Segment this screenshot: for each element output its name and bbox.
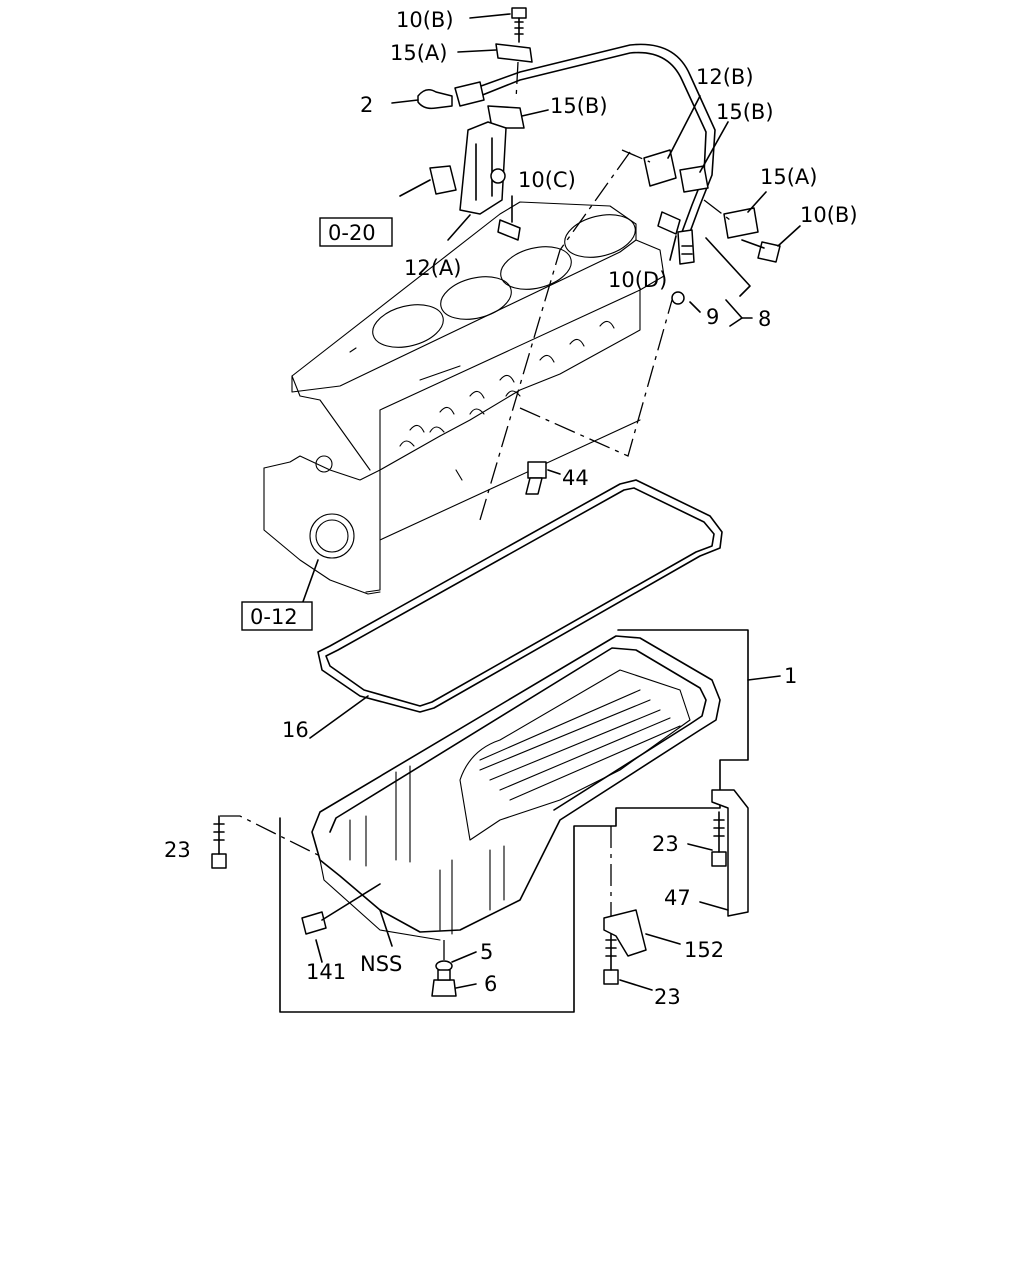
label-2: 2 (360, 93, 373, 117)
ref-label-0-20: 0-20 (328, 221, 376, 245)
bracket-47 (699, 789, 749, 917)
clip-15b-top (487, 105, 549, 129)
bolt-10c (497, 195, 521, 241)
dipstick-handle (391, 89, 453, 110)
clip-15a-top (457, 43, 533, 101)
label-23-bottom: 23 (654, 985, 681, 1009)
label-12a: 12(A) (404, 256, 461, 280)
bracket-12b (479, 95, 701, 521)
ref-box-0-20 (319, 217, 393, 247)
bracket-152 (603, 909, 681, 957)
bolt-23-bottom (603, 826, 653, 991)
ref-box-0-12 (241, 601, 313, 631)
plug-44 (519, 299, 673, 495)
bolt-10b-top (469, 7, 527, 43)
o-ring-9 (671, 237, 753, 327)
oil-level-gauge-tube (454, 43, 716, 265)
label-6: 6 (484, 972, 497, 996)
bolt-23-right (687, 811, 727, 867)
nss-leader (379, 909, 393, 947)
ref-label-0-12: 0-12 (250, 605, 298, 629)
label-141: 141 (306, 960, 346, 984)
label-152: 152 (684, 938, 724, 962)
label-23-left: 23 (164, 838, 191, 862)
label-15a-top: 15(A) (390, 41, 447, 65)
bolt-141 (301, 883, 381, 963)
label-nss: NSS (360, 952, 402, 976)
label-16: 16 (282, 718, 309, 742)
label-10b-right: 10(B) (800, 203, 858, 227)
clip-15a-right (703, 191, 767, 239)
label-15b-top: 15(B) (550, 94, 608, 118)
drain-plug-6 (431, 969, 477, 997)
label-10c: 10(C) (518, 168, 576, 192)
oil-pan-1 (279, 629, 781, 1013)
label-10b-top: 10(B) (396, 8, 454, 32)
washer-5 (435, 940, 477, 972)
bolt-10d (657, 211, 681, 261)
label-5: 5 (480, 940, 493, 964)
label-47: 47 (664, 886, 691, 910)
bolt-23-left (211, 815, 321, 869)
cylinder-block-outline (263, 201, 665, 611)
clip-15b-right (679, 121, 729, 193)
label-9: 9 (706, 305, 719, 329)
label-10d: 10(D) (608, 268, 667, 292)
label-15b-right: 15(B) (716, 100, 774, 124)
label-44: 44 (562, 466, 589, 490)
label-8: 8 (758, 307, 771, 331)
label-12b: 12(B) (696, 65, 754, 89)
bolt-10b-right (741, 225, 801, 263)
label-1: 1 (784, 664, 797, 688)
label-23-right: 23 (652, 832, 679, 856)
bracket-12a (399, 121, 507, 241)
oil-pan-gasket-16 (309, 479, 723, 739)
label-15a-right: 15(A) (760, 165, 817, 189)
